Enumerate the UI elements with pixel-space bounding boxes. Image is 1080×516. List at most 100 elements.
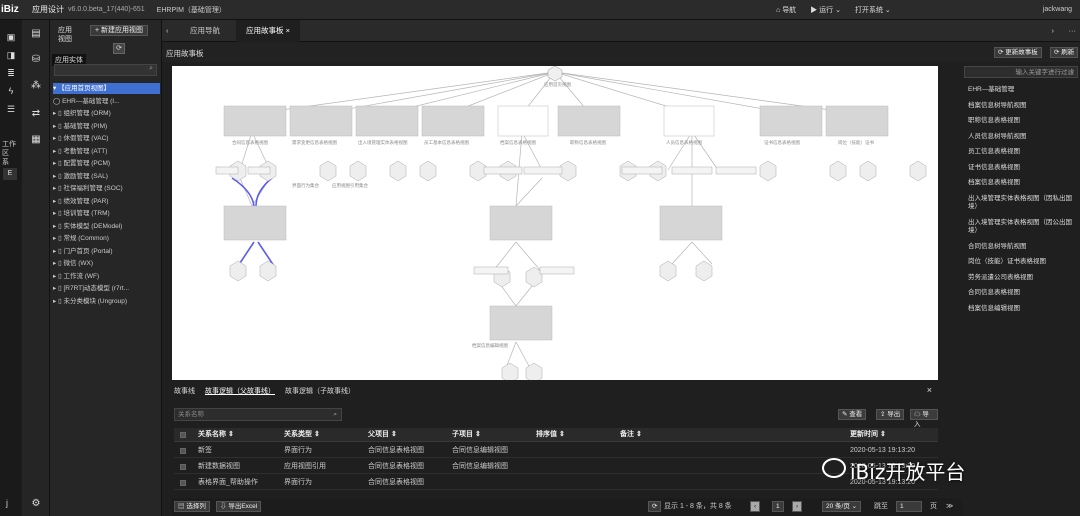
nav-view-item[interactable]: 档案信息编辑视图 [968,304,1020,312]
export-excel-button[interactable]: ⇩ 导出Excel [216,501,262,512]
run-menu[interactable]: ▶ 运行 ⌄ [810,7,841,14]
view-button[interactable]: ✎ 查看 [838,409,867,420]
database-icon[interactable]: ≣ [7,68,15,78]
row-checkbox[interactable] [180,448,186,454]
tree-item[interactable]: ▸ ▯ 未分类模块 (Ungroup) [53,296,160,307]
project-label[interactable]: EHRPIM（基础管理） [156,6,226,14]
nav-button[interactable]: ⌂ 导航 [776,7,797,14]
tab-app-nav[interactable]: 应用导航 [190,26,220,35]
tree-item[interactable]: ▸ ▯ 考勤管理 (ATT) [53,146,160,157]
select-columns-button[interactable]: ▤ 选择列 [174,501,210,512]
page-number[interactable]: 1 [772,501,784,512]
tab-parent-logic[interactable]: 故事逻辑（父故事线） [205,388,275,395]
col-child[interactable]: 子项目 ⇕ [452,431,481,438]
filter-input[interactable]: 输入关键字进行过滤⌕ [964,66,1078,78]
tree-item-label: 休假管理 (VAC) [63,135,109,142]
tree-item[interactable]: ▸ ▯ 培训管理 (TRM) [53,208,160,219]
view-icon[interactable]: ▤ [31,28,41,39]
nav-view-item[interactable]: 出入境管理实体表格视图（因私出国境） [968,194,1072,210]
tree-item[interactable]: ▸ ▯ 社保福利管理 (SOC) [53,183,160,194]
col-order[interactable]: 排序值 ⇕ [536,431,565,438]
nav-view-item[interactable]: 职称信息表格视图 [968,117,1020,124]
tab-next-icon[interactable]: › [1051,26,1055,35]
nav-view-item[interactable]: 岗位（技能）证书表格视图 [968,258,1046,265]
row-checkbox[interactable] [180,464,186,470]
tree-item[interactable]: ▸ ▯ 配置管理 (PCM) [53,158,160,169]
nav-view-item[interactable]: 合同信息树导航视图 [968,242,1027,250]
update-storyboard-button[interactable]: ⟳ 更新故事板 [994,47,1042,58]
tree-item[interactable]: ▸ ▯ 绩效管理 (PAR) [53,196,160,207]
refresh-tree-button[interactable]: ⟳ [113,43,125,54]
module-icon[interactable]: ▣ [6,32,16,42]
tree-item[interactable]: ▸ ▯ 组织管理 (ORM) [53,108,160,119]
tree-node-icon: ▸ ▯ [53,147,64,155]
tree-item[interactable]: ▾ 【应用首页视图】 [53,83,160,94]
refresh-button[interactable]: ⟳ 刷新 [1050,47,1079,58]
tree-search-input[interactable]: ⌕ [54,64,157,76]
tree-item[interactable]: ▸ ▯ 常规 (Common) [53,233,160,244]
refresh-table-icon[interactable]: ⟳ [648,501,662,512]
nav-view-item[interactable]: 证书信息表格视图 [968,163,1020,171]
nav-view-item[interactable]: EHR—基础管理 [968,86,1015,93]
new-view-button[interactable]: + 新建应用视图 [90,25,149,36]
sync-icon[interactable]: ⇄ [31,108,41,119]
tab-storyboard[interactable]: 应用故事板 × [236,20,300,42]
tab-close-icon[interactable]: × [285,26,290,35]
prev-page-button[interactable]: ‹ [750,501,761,512]
col-relation-type[interactable]: 关系类型 ⇕ [284,431,320,438]
gear-icon[interactable]: ⚙ [31,498,41,509]
tab-storyline[interactable]: 故事线 [174,388,195,395]
import-button[interactable]: ☁ 导入 [910,409,938,428]
entity-icon[interactable]: ⛁ [31,54,41,65]
goto-input[interactable]: 1 [896,501,922,512]
briefcase-icon[interactable]: ▦ [31,134,41,145]
export-button[interactable]: ⇪ 导出 [876,409,905,420]
e-badge[interactable]: E [3,168,17,180]
nav-view-item[interactable]: 人员信息树导航视图 [968,132,1027,140]
tree-item[interactable]: ◯ EHR—基础管理 (I... [53,96,160,107]
nav-view-item[interactable]: 员工信息表格视图 [968,148,1020,155]
nav-view-item[interactable]: 出入境管理实体表格视图（因公出国境） [968,218,1072,234]
tab-child-logic[interactable]: 故事逻辑（子故事线） [285,388,355,395]
page-size-select[interactable]: 20 条/页 ⌄ [822,501,862,512]
row-checkbox[interactable] [180,480,186,486]
nav-view-item[interactable]: 合同信息表格视图 [968,289,1020,296]
tree-item[interactable]: ▸ ▯ 门户首页 (Portal) [53,246,160,257]
close-icon[interactable]: × [926,385,932,395]
user-name[interactable]: jackwang [1042,6,1072,13]
tab-more-icon[interactable]: ··· [1068,26,1077,35]
tree-item-label: 工作流 (WF) [63,272,100,280]
storyboard-title: 应用故事板 [166,49,204,58]
col-parent[interactable]: 父项目 ⇕ [368,431,397,438]
storyboard-header: 应用故事板 ⟳ 更新故事板 ⟳ 刷新 [162,42,1080,62]
nav-view-item[interactable]: 劳务派遣公司表格视图 [968,273,1033,281]
next-page-button[interactable]: › [792,501,803,512]
tab-prev-icon[interactable]: ‹ [166,26,169,35]
tree-item[interactable]: ▸ ▯ [R7RT]动态模型 (r7rt... [53,283,160,294]
more-icon[interactable]: ≫ [946,503,954,510]
tree-item[interactable]: ▸ ▯ 休假管理 (VAC) [53,133,160,144]
layout-icon[interactable]: ◨ [6,50,16,60]
top-nav: ⌂ 导航 ▶ 运行 ⌄ 打开系统 ⌄ [776,0,891,20]
lightning-icon[interactable]: ϟ [8,86,14,96]
tree-item[interactable]: ▸ ▯ 基础管理 (PIM) [53,121,160,132]
nav-view-item[interactable]: 档案信息表格视图 [968,179,1020,186]
nav-view-item[interactable]: 档案信息树导航视图 [968,101,1027,109]
tree-item[interactable]: ▸ ▯ 激励管理 (SAL) [53,171,160,182]
tree-item[interactable]: ▸ ▯ 实体模型 (DEModel) [53,221,160,232]
cluster-icon[interactable]: ⁂ [31,80,41,91]
storyboard-canvas[interactable]: 应用首页视图 合同信息表格视图 需求变更信息表格视图 出入境管理实体表格视图 员… [172,66,938,380]
col-relation-name[interactable]: 关系名称 ⇕ [198,431,234,438]
list-icon[interactable]: ☰ [6,104,16,114]
relation-search-input[interactable]: ⌕关系名称 [174,408,342,421]
open-system-menu[interactable]: 打开系统 ⌄ [854,7,891,14]
table-cell: 2020-05-13 19:13:20 [850,447,915,454]
select-all-checkbox[interactable] [180,432,186,438]
tree-item[interactable]: ▸ ▯ 工作流 (WF) [53,271,160,282]
col-updated[interactable]: 更新时间 ⇕ [850,431,886,438]
col-remark[interactable]: 备注 ⇕ [620,431,642,438]
tree-item[interactable]: ▸ ▯ 微信 (WX) [53,258,160,269]
